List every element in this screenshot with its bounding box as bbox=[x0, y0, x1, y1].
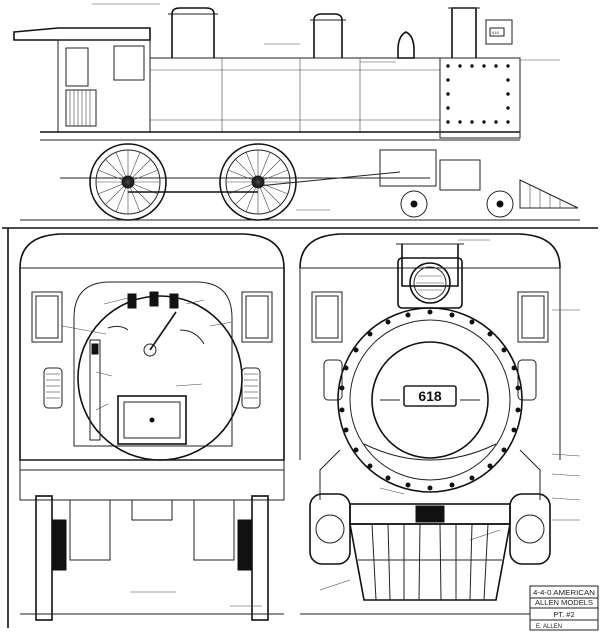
rear-wheel-left bbox=[35, 495, 67, 621]
rear-louvre-left bbox=[43, 367, 63, 409]
bell bbox=[397, 31, 415, 59]
backhead-opening bbox=[73, 281, 233, 447]
throttle-lever bbox=[149, 311, 177, 351]
side-elevation-view: 618 bbox=[13, 3, 580, 221]
front-pilot bbox=[349, 523, 511, 601]
rear-cab-right-window bbox=[241, 291, 273, 343]
front-smokestack bbox=[401, 244, 459, 287]
title-block: 4-4-0 AMERICAN ALLEN MODELS PT. #2 E. AL… bbox=[529, 585, 599, 631]
smokebox-door bbox=[371, 341, 489, 459]
water-glass-column bbox=[89, 339, 101, 441]
title-block-drawn-by: E. ALLEN bbox=[536, 624, 562, 630]
smokebox-rivets bbox=[339, 309, 521, 491]
front-cylinder-right bbox=[509, 493, 551, 565]
smokebox-front-ring bbox=[337, 307, 523, 493]
rear-cab-view bbox=[19, 233, 285, 621]
pilot-wheels bbox=[400, 190, 514, 218]
firebox-door bbox=[117, 395, 187, 445]
smokebox bbox=[439, 57, 521, 139]
title-block-line1: 4-4-0 AMERICAN bbox=[533, 588, 595, 597]
headlight-number-side: 618 bbox=[492, 30, 499, 35]
headlight-lens bbox=[409, 262, 451, 304]
number-plate-text: 618 bbox=[418, 388, 442, 404]
cab-side-window-rear bbox=[65, 47, 89, 87]
front-cylinder-left bbox=[309, 493, 351, 565]
number-plate bbox=[403, 385, 457, 407]
steam-dome bbox=[313, 13, 343, 58]
front-cab-right-window bbox=[517, 291, 549, 343]
cab-roof bbox=[13, 27, 151, 41]
rear-cab-roof bbox=[19, 233, 285, 269]
front-view: 618 bbox=[299, 233, 581, 615]
title-block-sheet: PT. #2 bbox=[553, 610, 574, 619]
headlight-side bbox=[485, 19, 513, 45]
rear-drawbar bbox=[131, 499, 173, 521]
driving-wheel-rear bbox=[89, 143, 167, 221]
front-cab-left-window bbox=[311, 291, 343, 343]
front-cab-roof bbox=[299, 233, 561, 269]
rear-cab-left-window bbox=[31, 291, 63, 343]
main-rod bbox=[257, 171, 401, 187]
cab-side-window-front bbox=[113, 45, 145, 81]
cylinder bbox=[379, 149, 437, 187]
rear-wheel-right bbox=[237, 495, 269, 621]
sand-dome bbox=[171, 7, 215, 58]
pilot-cowcatcher bbox=[519, 179, 579, 209]
driving-wheel-front bbox=[219, 143, 297, 221]
title-block-line2: ALLEN MODELS bbox=[535, 598, 593, 607]
cab-panel bbox=[65, 89, 97, 127]
